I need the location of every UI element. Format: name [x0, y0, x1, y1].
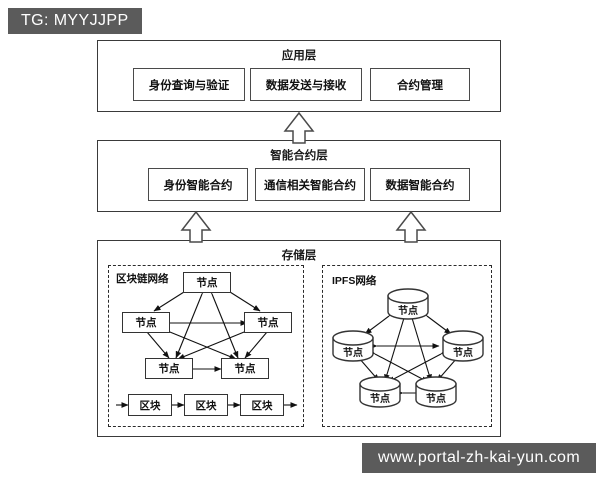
blockchain-node-bottom-right[interactable]: 节点: [221, 358, 269, 379]
blockchain-node-top[interactable]: 节点: [183, 272, 231, 293]
layer-smart-contract: 智能合约层 身份智能合约 通信相关智能合约 数据智能合约: [97, 140, 501, 212]
arrow-storage-to-contract-left: [180, 210, 212, 243]
layer-application-title: 应用层: [281, 50, 317, 62]
blockchain-block-1[interactable]: 区块: [128, 394, 172, 416]
ipfs-node-right[interactable]: 节点: [440, 330, 486, 362]
ipfs-node-bottom-right-label: 节点: [426, 394, 446, 405]
ipfs-node-right-label: 节点: [453, 348, 473, 359]
blockchain-block-3[interactable]: 区块: [240, 394, 284, 416]
layer-storage-title: 存储层: [281, 250, 317, 262]
blockchain-mesh-edges: [140, 286, 274, 372]
layer-smart-contract-title: 智能合约层: [270, 150, 328, 162]
layer-application: 应用层 身份查询与验证 数据发送与接收 合约管理: [97, 40, 501, 112]
watermark-bottom-url: www.portal-zh-kai-yun.com: [362, 443, 597, 473]
subnet-ipfs-title: IPFS网络: [332, 275, 377, 287]
contract-cell-identity[interactable]: 身份智能合约: [148, 168, 248, 201]
app-cell-data-send-receive[interactable]: 数据发送与接收: [250, 68, 362, 101]
arrow-storage-to-contract-right: [395, 210, 427, 243]
ipfs-node-bottom-left-label: 节点: [370, 394, 390, 405]
ipfs-node-left-label: 节点: [343, 348, 363, 359]
ipfs-node-bottom-right[interactable]: 节点: [413, 376, 459, 408]
app-cell-identity-query[interactable]: 身份查询与验证: [133, 68, 245, 101]
ipfs-node-top-label: 节点: [398, 306, 418, 317]
block-chain-arrows: [116, 402, 298, 408]
subnet-blockchain-title: 区块链网络: [116, 273, 169, 285]
blockchain-block-2[interactable]: 区块: [184, 394, 228, 416]
blockchain-node-bottom-left[interactable]: 节点: [145, 358, 193, 379]
app-cell-contract-management[interactable]: 合约管理: [370, 68, 470, 101]
blockchain-node-left[interactable]: 节点: [122, 312, 170, 333]
contract-cell-data[interactable]: 数据智能合约: [370, 168, 470, 201]
arrow-contract-to-application: [283, 111, 315, 144]
watermark-top-badge: TG: MYYJJPP: [8, 8, 142, 34]
subnet-blockchain-network: 区块链网络: [108, 265, 304, 427]
contract-cell-communication[interactable]: 通信相关智能合约: [255, 168, 365, 201]
layer-storage: 存储层 区块链网络: [97, 240, 501, 437]
ipfs-node-top[interactable]: 节点: [385, 288, 431, 320]
subnet-ipfs-network: IPFS网络: [322, 265, 492, 427]
ipfs-node-bottom-left[interactable]: 节点: [357, 376, 403, 408]
blockchain-node-right[interactable]: 节点: [244, 312, 292, 333]
ipfs-node-left[interactable]: 节点: [330, 330, 376, 362]
